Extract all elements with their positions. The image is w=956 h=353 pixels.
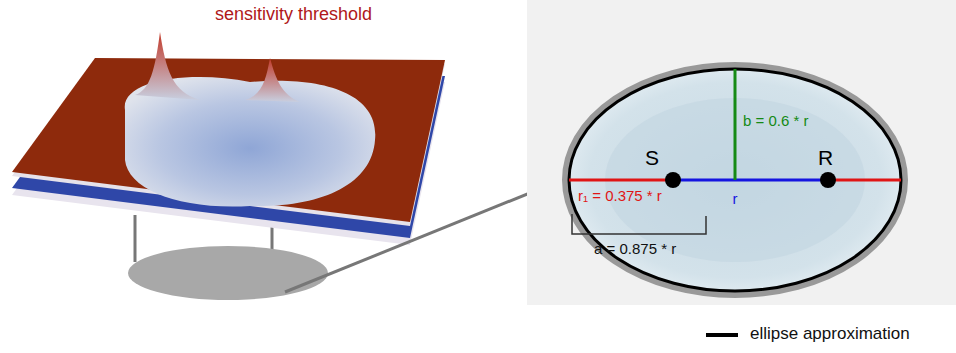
r1-segment (569, 179, 673, 182)
receiver-dot (820, 172, 836, 188)
red-plane (12, 58, 445, 222)
footprint-ellipse (128, 246, 328, 300)
dimension-label: b = 0.6 * r (743, 112, 808, 129)
outer-ring (565, 65, 905, 295)
point-label: S (645, 146, 659, 170)
leg-line (134, 215, 137, 262)
a-bracket (572, 214, 706, 234)
legend-text: ellipse approximation (750, 324, 910, 344)
point-label: R (818, 146, 833, 170)
panel-ground (527, 0, 956, 305)
ellipse-approximation (569, 69, 901, 291)
peak (135, 32, 200, 100)
r1-segment (828, 179, 901, 182)
dimension-label: a = 0.875 * r (594, 240, 676, 257)
dimension-label: r₁ = 0.375 * r (578, 187, 662, 204)
zoom-arrow (285, 184, 552, 292)
b-segment (734, 69, 737, 180)
r-segment (673, 179, 828, 182)
dimension-label: r (733, 190, 738, 207)
legend-line-sample (706, 333, 738, 337)
source-dot (665, 172, 681, 188)
peak (245, 58, 300, 102)
plane-label: sensitivity threshold (215, 4, 372, 25)
